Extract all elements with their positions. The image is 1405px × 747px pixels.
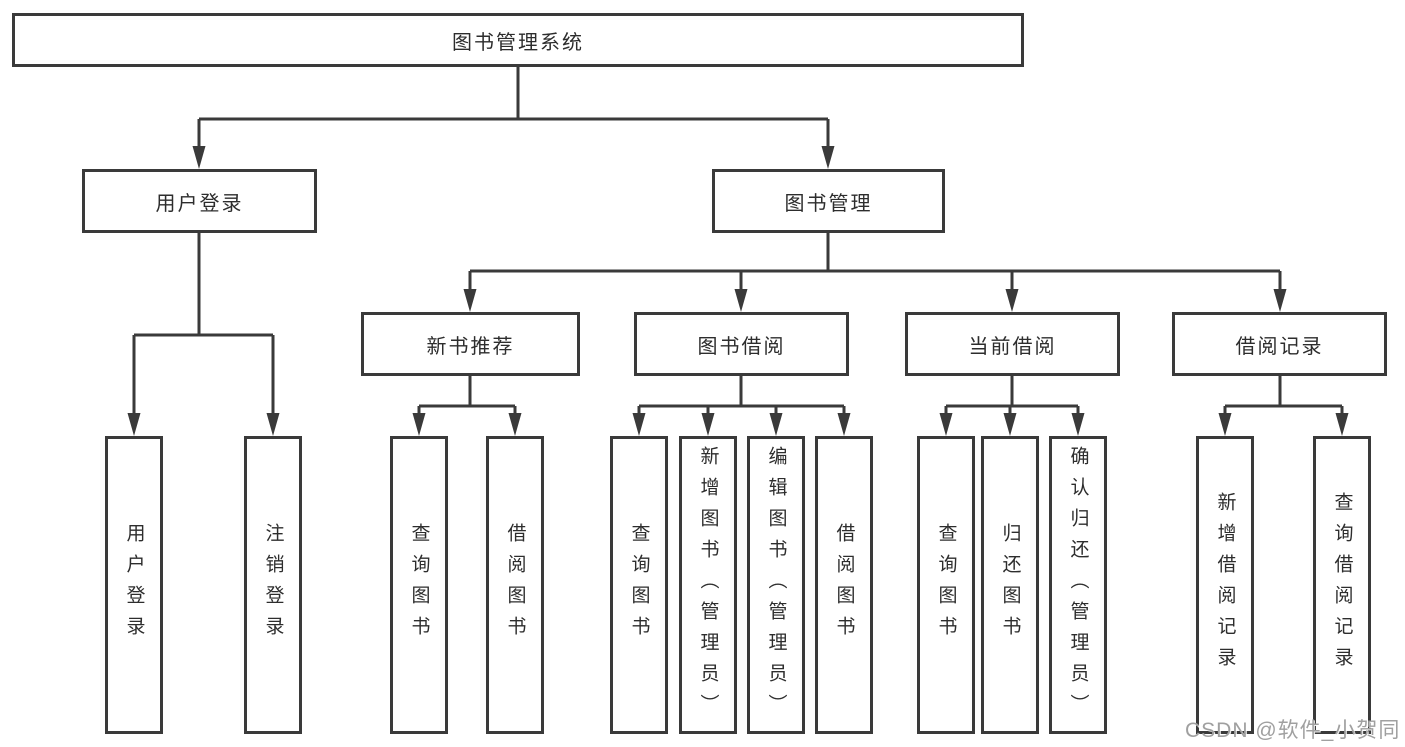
node-label: 用户登录 — [155, 192, 244, 215]
leaf-label: 注销登录 — [262, 523, 284, 647]
node-root-label: 图书管理系统 — [452, 31, 584, 54]
leaf-label: 编辑图书（管理员） — [765, 445, 787, 725]
leaf-label: 归还图书 — [999, 523, 1021, 647]
node-label: 图书借阅 — [697, 335, 786, 358]
leaf-label: 查询借阅记录 — [1331, 492, 1353, 678]
leaf-borrowing-borrow-books: 借阅图书 — [815, 436, 873, 734]
node-label: 当前借阅 — [968, 335, 1057, 358]
watermark: CSDN @软件_小贺同学 — [1185, 719, 1401, 742]
node-label: 借阅记录 — [1235, 335, 1324, 358]
leaf-logout: 注销登录 — [244, 436, 302, 734]
node-new-book-recommend: 新书推荐 — [361, 312, 580, 376]
arrowheads — [127, 146, 1349, 436]
leaf-label: 借阅图书 — [833, 523, 855, 647]
leaf-label: 查询图书 — [628, 523, 650, 647]
leaf-records-query-record: 查询借阅记录 — [1313, 436, 1371, 734]
node-current-borrowing: 当前借阅 — [905, 312, 1120, 376]
leaf-current-query-books: 查询图书 — [917, 436, 975, 734]
node-book-borrowing: 图书借阅 — [634, 312, 849, 376]
node-root: 图书管理系统 — [12, 13, 1024, 67]
leaf-user-login: 用户登录 — [105, 436, 163, 734]
leaf-label: 借阅图书 — [504, 523, 526, 647]
leaf-label: 查询图书 — [935, 523, 957, 647]
leaf-label: 查询图书 — [408, 523, 430, 647]
leaf-current-confirm-return-admin: 确认归还（管理员） — [1049, 436, 1107, 734]
leaf-label: 新增图书（管理员） — [697, 445, 719, 725]
leaf-records-add-record: 新增借阅记录 — [1196, 436, 1254, 734]
leaf-borrowing-query-books: 查询图书 — [610, 436, 668, 734]
leaf-current-return-books: 归还图书 — [981, 436, 1039, 734]
leaf-newbook-borrow-books: 借阅图书 — [486, 436, 544, 734]
leaf-label: 新增借阅记录 — [1214, 492, 1236, 678]
leaf-newbook-query-books: 查询图书 — [390, 436, 448, 734]
leaf-borrowing-add-books-admin: 新增图书（管理员） — [679, 436, 737, 734]
leaf-label: 用户登录 — [123, 523, 145, 647]
node-book-management: 图书管理 — [712, 169, 945, 233]
leaf-label: 确认归还（管理员） — [1067, 445, 1089, 725]
node-label: 新书推荐 — [426, 335, 515, 358]
connector-lines — [132, 67, 1344, 418]
node-user-login-group: 用户登录 — [82, 169, 317, 233]
node-borrow-records: 借阅记录 — [1172, 312, 1387, 376]
leaf-borrowing-edit-books-admin: 编辑图书（管理员） — [747, 436, 805, 734]
node-label: 图书管理 — [784, 192, 873, 215]
